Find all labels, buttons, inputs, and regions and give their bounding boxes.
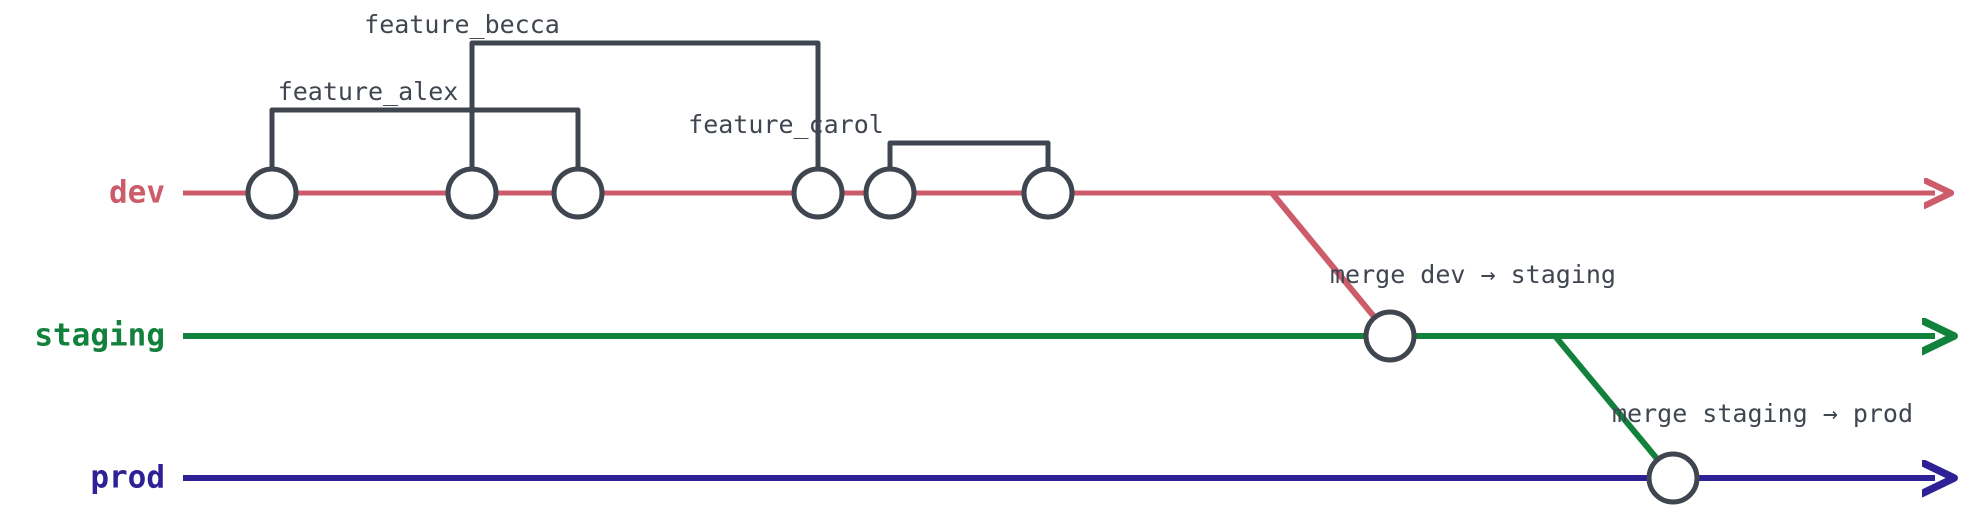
commit-node-dev-3[interactable]	[551, 166, 605, 220]
commit-nodes	[245, 166, 1700, 505]
merge-line-dev-staging	[1269, 191, 1393, 338]
feature-bracket-becca	[469, 40, 821, 196]
merge-line-staging-prod	[1552, 334, 1676, 480]
commit-node-dev-4[interactable]	[791, 166, 845, 220]
commit-node-dev-2[interactable]	[445, 166, 499, 220]
feature-label-becca: feature_becca	[364, 10, 560, 39]
commit-node-dev-6[interactable]	[1021, 166, 1075, 220]
feature-label-carol: feature_carol	[688, 110, 884, 139]
branch-label-prod: prod	[90, 460, 165, 496]
branch-labels: dev staging prod	[34, 175, 165, 496]
branch-label-staging: staging	[34, 318, 165, 354]
commit-node-dev-1[interactable]	[245, 166, 299, 220]
commit-node-staging-merge[interactable]	[1363, 309, 1417, 363]
feature-bracket-alex	[269, 107, 581, 196]
commit-node-dev-5[interactable]	[863, 166, 917, 220]
feature-labels: feature_alex feature_becca feature_carol	[278, 10, 884, 139]
merge-label-dev-staging: merge dev → staging	[1330, 260, 1616, 289]
merge-labels: merge dev → staging merge staging → prod	[1330, 260, 1913, 428]
feature-brackets	[269, 40, 1051, 196]
commit-node-prod-merge[interactable]	[1646, 451, 1700, 505]
merge-label-staging-prod: merge staging → prod	[1612, 399, 1913, 428]
branch-lines	[183, 193, 1935, 478]
branch-label-dev: dev	[109, 175, 165, 211]
feature-label-alex: feature_alex	[278, 77, 459, 106]
merge-lines	[1269, 191, 1676, 480]
